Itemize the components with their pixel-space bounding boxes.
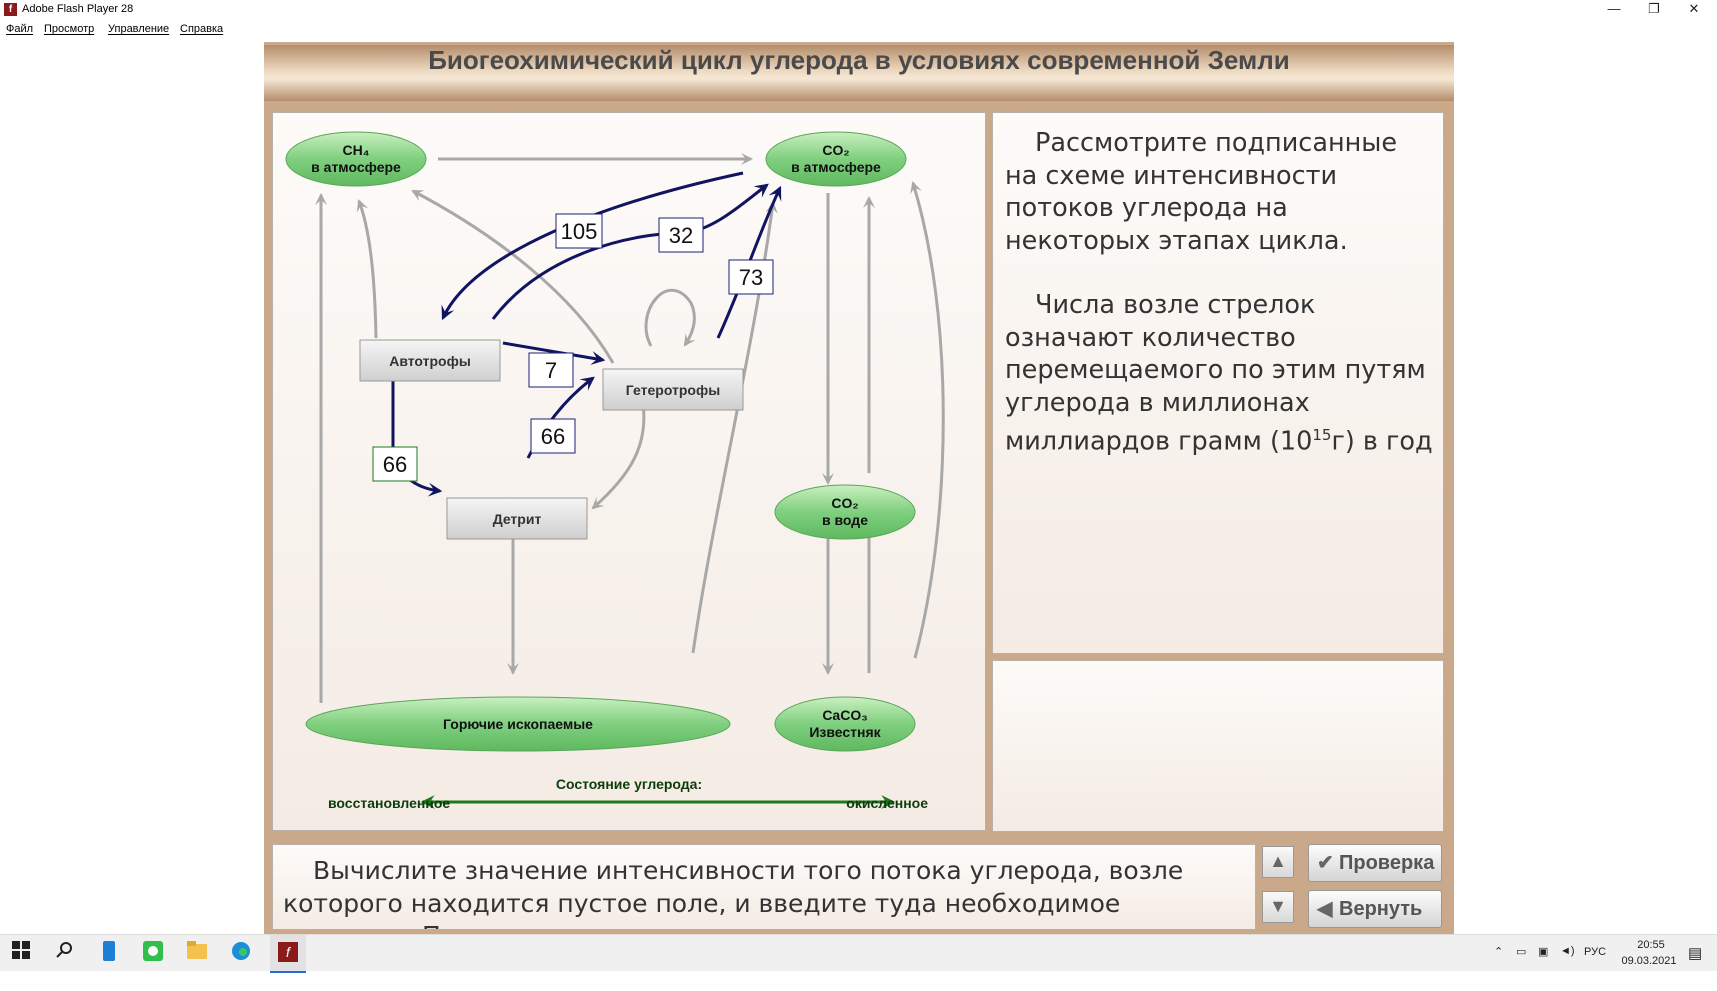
flow-box-73: 73 — [728, 259, 774, 295]
state-title: Состояние углерода: — [556, 776, 702, 792]
task-panel: Вычислите значение интенсивности того по… — [272, 844, 1256, 930]
carbon-cycle-diagram: CH₄ в атмосфере CO₂ в атмосфере CO₂ в во… — [285, 131, 945, 811]
node-detritus: Детрит — [446, 497, 588, 540]
flow-66a-value: 66 — [383, 452, 407, 477]
flow-box-7: 7 — [528, 352, 574, 388]
flash-player-taskbar-item[interactable]: f — [270, 935, 306, 973]
menu-file[interactable]: Файл — [6, 23, 34, 35]
clock-time[interactable]: 20:55 — [1637, 939, 1665, 951]
node-autotrophs: Автотрофы — [359, 339, 501, 382]
search-icon[interactable] — [54, 941, 76, 963]
info-p2-text: Числа возле стрелок означают количество … — [1005, 290, 1426, 457]
windows-start-icon[interactable] — [10, 941, 32, 963]
info-p2-tail: г) в год — [1331, 426, 1433, 457]
flash-stage: Биогеохимический цикл углерода в условия… — [264, 42, 1454, 934]
svg-text:f: f — [286, 944, 292, 960]
co2-water-sublabel: в воде — [822, 512, 868, 528]
scroll-down-button[interactable]: ▼ — [1262, 891, 1294, 923]
node-heterotrophs: Гетеротрофы — [602, 368, 744, 411]
fossil-label: Горючие ископаемые — [443, 716, 593, 732]
info-p2-exponent: 15 — [1312, 426, 1332, 444]
back-button-label: Вернуть — [1339, 898, 1423, 920]
ch4-label: CH₄ — [343, 142, 370, 158]
scroll-up-button[interactable]: ▲ — [1262, 846, 1294, 878]
taskbar: f ⌃ ▭ ▣ ◄) РУС 20:55 09.03.2021 ▤ — [0, 934, 1717, 973]
battery-icon[interactable]: ▭ — [1516, 946, 1527, 958]
restore-button[interactable]: ❐ — [1648, 1, 1660, 16]
edge-browser-icon[interactable] — [230, 941, 252, 963]
diagram-panel: CH₄ в атмосфере CO₂ в атмосфере CO₂ в во… — [272, 112, 986, 831]
carbon-state-scale: Состояние углерода: восстановленное окис… — [328, 776, 928, 811]
phone-app-icon[interactable] — [98, 941, 120, 963]
network-icon[interactable]: ▣ — [1538, 946, 1549, 958]
info-paragraph-1: Рассмотрите подписанные на схеме интенси… — [1005, 128, 1398, 256]
language-indicator[interactable]: РУС — [1584, 946, 1607, 958]
flow-73-value: 73 — [739, 265, 763, 290]
menu-bar: Файл Просмотр Управление Справка — [0, 20, 1717, 40]
check-button[interactable]: ✔ Проверка — [1308, 844, 1442, 882]
grey-flow-arrows — [315, 153, 945, 703]
minimize-button[interactable]: — — [1607, 1, 1621, 16]
flow-32-value: 32 — [669, 223, 693, 248]
state-left-label: восстановленное — [328, 795, 450, 811]
close-button[interactable]: ✕ — [1688, 1, 1700, 16]
node-co2-atmosphere: CO₂ в атмосфере — [765, 131, 907, 187]
node-ch4-atmosphere: CH₄ в атмосфере — [285, 131, 427, 187]
flow-box-105: 105 — [555, 213, 603, 249]
co2-water-label: CO₂ — [831, 495, 858, 511]
detritus-label: Детрит — [493, 511, 542, 527]
heterotrophs-label: Гетеротрофы — [626, 382, 720, 398]
co2-atm-sublabel: в атмосфере — [791, 159, 881, 175]
flow-box-66-autotrophs-detritus: 66 — [372, 446, 418, 482]
tray-chevron-icon[interactable]: ⌃ — [1494, 946, 1504, 958]
flow-105-value: 105 — [561, 219, 598, 244]
state-right-label: окисленное — [846, 795, 928, 811]
file-explorer-icon[interactable] — [186, 941, 208, 963]
check-button-label: Проверка — [1339, 852, 1435, 874]
window-titlebar: f Adobe Flash Player 28 — ❐ ✕ — [0, 0, 1717, 20]
flow-box-66-detritus-heterotrophs: 66 — [530, 418, 576, 454]
info-panel: Рассмотрите подписанные на схеме интенси… — [992, 112, 1444, 654]
flash-app-icon: f — [4, 3, 17, 16]
checkmark-icon: ✔ — [1317, 852, 1334, 874]
volume-icon[interactable]: ◄) — [1560, 945, 1575, 957]
info-paragraph-2: Числа возле стрелок означают количество … — [1005, 289, 1435, 458]
caco3-label: CaCO₃ — [822, 707, 867, 723]
back-button[interactable]: ◀ Вернуть — [1308, 890, 1442, 928]
info-text: Рассмотрите подписанные на схеме интенси… — [1005, 127, 1435, 490]
flow-box-32: 32 — [658, 217, 704, 253]
green-app-icon[interactable] — [142, 941, 164, 963]
clock-date[interactable]: 09.03.2021 — [1621, 955, 1677, 967]
banner-title: Биогеохимический цикл углерода в условия… — [428, 45, 1290, 75]
autotrophs-label: Автотрофы — [389, 353, 471, 369]
menu-view[interactable]: Просмотр — [44, 23, 95, 35]
menu-help[interactable]: Справка — [180, 23, 224, 35]
triangle-left-icon: ◀ — [1317, 898, 1333, 920]
caco3-sublabel: Известняк — [809, 724, 881, 740]
flow-7-value: 7 — [545, 358, 557, 383]
ch4-sublabel: в атмосфере — [311, 159, 401, 175]
answer-panel — [992, 660, 1444, 832]
co2-atm-label: CO₂ — [822, 142, 849, 158]
task-text: Вычислите значение интенсивности того по… — [283, 856, 1184, 929]
menu-control[interactable]: Управление — [108, 23, 170, 35]
notifications-icon[interactable]: ▤ — [1688, 945, 1703, 962]
window-title: Adobe Flash Player 28 — [22, 3, 134, 15]
node-caco3: CaCO₃ Известняк — [774, 696, 916, 752]
flow-66b-value: 66 — [541, 424, 565, 449]
node-co2-water: CO₂ в воде — [774, 484, 916, 540]
node-fossil-fuels: Горючие ископаемые — [305, 696, 731, 752]
banner: Биогеохимический цикл углерода в условия… — [264, 45, 1454, 101]
